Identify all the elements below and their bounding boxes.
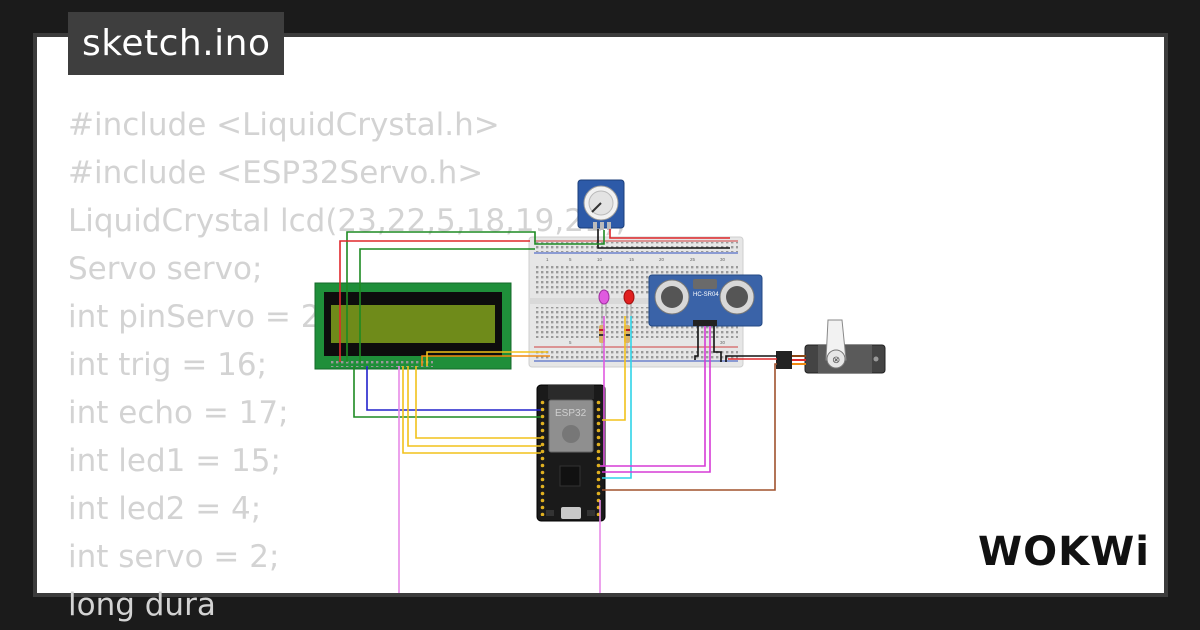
code-line: int led1 = 15; [68, 443, 281, 479]
code-line: int trig = 16; [68, 347, 268, 383]
bb-number: 5 [569, 257, 572, 262]
code-line: LiquidCrystal lcd(23,22,5,18,19,21); [68, 203, 627, 239]
bb-number: 1 [546, 257, 549, 262]
bb-number: 20 [659, 257, 665, 262]
bb-number: 25 [690, 257, 696, 262]
code-line: int servo = 2; [68, 539, 280, 575]
led-magenta[interactable] [598, 289, 610, 316]
esp32-label: ESP32 [555, 408, 587, 419]
code-line: #include <LiquidCrystal.h> [68, 107, 500, 143]
bb-number: 10 [597, 257, 603, 262]
led-red[interactable] [623, 289, 635, 316]
file-tab[interactable]: sketch.ino [68, 12, 285, 75]
bb-number: 15 [629, 257, 635, 262]
wokwi-logo: WOKWi [978, 529, 1150, 575]
breadboard-lower-numbers: 5 30 [569, 340, 726, 345]
bb-number: 5 [569, 340, 572, 345]
code-line: long dura [68, 587, 216, 623]
servo-motor[interactable]: ⊗ [776, 319, 886, 374]
breadboard-column-numbers: 1 5 10 15 20 25 30 [546, 257, 726, 262]
bb-number: 30 [720, 257, 726, 262]
ultrasonic-sensor[interactable]: HC-SR04 [648, 274, 763, 327]
wires [339, 229, 806, 593]
potentiometer[interactable] [577, 179, 625, 230]
logo-text: WOKWi [978, 529, 1150, 575]
code-editor[interactable]: #include <LiquidCrystal.h> #include <ESP… [68, 101, 626, 629]
servo-horn-icon: ⊗ [832, 355, 840, 366]
ultrasonic-label: HC-SR04 [693, 292, 719, 298]
esp32-board[interactable]: ESP32 [536, 384, 606, 522]
breadboard[interactable]: 1 5 10 15 20 25 30 5 30 [528, 236, 744, 368]
code-line: Servo servo; [68, 251, 263, 287]
code-line: int led2 = 4; [68, 491, 262, 527]
bb-number: 30 [720, 340, 726, 345]
code-line: int echo = 17; [68, 395, 289, 431]
lcd-display[interactable] [314, 282, 512, 370]
code-line: #include <ESP32Servo.h> [68, 155, 484, 191]
